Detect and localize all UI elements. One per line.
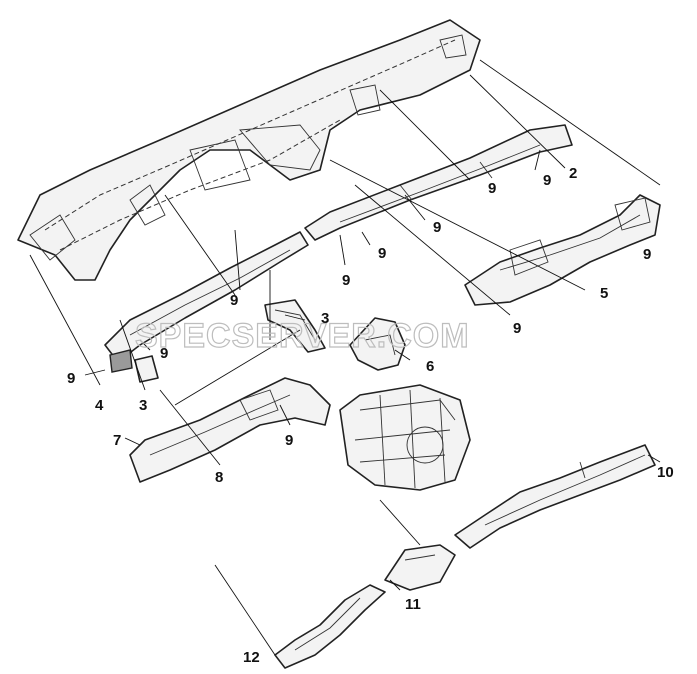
callout-9: 9 xyxy=(160,345,168,362)
dashboard-panel xyxy=(17,19,481,281)
left-center-duct xyxy=(104,231,309,373)
lower-right-duct xyxy=(454,444,656,549)
callout-11: 11 xyxy=(405,596,421,613)
floor-duct xyxy=(274,584,386,669)
leader-lines xyxy=(29,59,661,656)
center-bracket xyxy=(349,317,406,371)
center-connector xyxy=(264,299,326,353)
right-side-duct xyxy=(464,194,661,306)
callout-3: 3 xyxy=(321,310,329,327)
callout-9: 9 xyxy=(285,432,293,449)
callout-9: 9 xyxy=(488,180,496,197)
callout-9: 9 xyxy=(230,292,238,309)
callout-5: 5 xyxy=(600,285,608,302)
callout-9: 9 xyxy=(342,272,350,289)
callout-7: 7 xyxy=(113,432,121,449)
upper-center-duct xyxy=(304,124,573,241)
callout-9: 9 xyxy=(513,320,521,337)
callout-3: 3 xyxy=(139,397,147,414)
callout-2: 2 xyxy=(569,165,577,182)
callout-9: 9 xyxy=(643,246,651,263)
callout-10: 10 xyxy=(657,464,674,481)
hvac-unit xyxy=(339,384,471,491)
floor-connector xyxy=(384,544,456,591)
callout-9: 9 xyxy=(378,245,386,262)
callout-8: 8 xyxy=(215,469,223,486)
watermark-text: SPECSERVER.COM xyxy=(135,317,470,355)
callout-4: 4 xyxy=(95,397,104,414)
callout-labels: 9 9 2 9 9 9 9 5 9 9 3 6 9 9 4 3 7 9 8 10… xyxy=(67,165,674,666)
callout-6: 6 xyxy=(426,358,434,375)
callout-12: 12 xyxy=(243,649,260,666)
callout-9: 9 xyxy=(543,172,551,189)
lower-left-duct xyxy=(129,377,331,483)
left-bracket xyxy=(134,355,159,383)
callout-9: 9 xyxy=(433,219,441,236)
callout-9: 9 xyxy=(67,370,75,387)
